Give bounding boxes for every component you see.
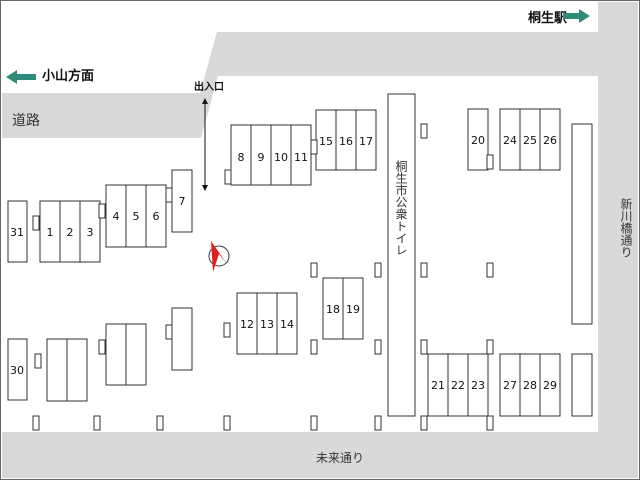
long-stall-right-lower bbox=[571, 353, 593, 417]
post bbox=[224, 169, 232, 185]
post bbox=[32, 215, 40, 231]
stall-number: 15 bbox=[319, 135, 333, 148]
long-stall-right-upper bbox=[571, 123, 593, 325]
station-label: 桐生駅 bbox=[528, 10, 568, 26]
stall-number: 3 bbox=[87, 226, 94, 239]
direction-oyama: 小山方面 bbox=[6, 68, 94, 84]
stall-number: 26 bbox=[543, 134, 557, 147]
road-upper-diagonal bbox=[2, 32, 638, 138]
stall-number: 29 bbox=[543, 379, 557, 392]
stall-number: 12 bbox=[240, 318, 254, 331]
stall-number: 31 bbox=[10, 226, 24, 239]
stall-11 bbox=[290, 124, 312, 186]
stall-number: 11 bbox=[294, 151, 308, 164]
road-bottom bbox=[2, 432, 638, 478]
post bbox=[34, 353, 42, 369]
stall-number: 5 bbox=[133, 210, 140, 223]
stall-unnumbered bbox=[105, 323, 127, 386]
stall-number: 28 bbox=[523, 379, 537, 392]
road-label-right: 新川橋通り bbox=[619, 197, 633, 258]
post bbox=[310, 339, 318, 355]
post bbox=[310, 262, 318, 278]
stall-unnumbered bbox=[66, 338, 88, 402]
post bbox=[420, 415, 428, 431]
post bbox=[98, 203, 106, 219]
stall-number: 8 bbox=[238, 151, 245, 164]
post bbox=[165, 324, 173, 340]
stall-number: 14 bbox=[280, 318, 294, 331]
toilet-building bbox=[387, 93, 416, 417]
post bbox=[374, 262, 382, 278]
stall-20 bbox=[467, 108, 489, 171]
left-arrow-icon bbox=[6, 70, 36, 84]
stall-number: 6 bbox=[153, 210, 160, 223]
stall-number: 7 bbox=[179, 195, 186, 208]
stall-number: 22 bbox=[451, 379, 465, 392]
stall-number: 21 bbox=[431, 379, 445, 392]
post bbox=[486, 415, 494, 431]
post bbox=[310, 139, 318, 155]
post bbox=[486, 339, 494, 355]
road-right bbox=[598, 2, 638, 478]
stall-26 bbox=[539, 108, 561, 171]
post bbox=[420, 262, 428, 278]
post bbox=[310, 415, 318, 431]
post bbox=[93, 415, 101, 431]
stall-number: 17 bbox=[359, 135, 373, 148]
stall-unnumbered bbox=[46, 338, 68, 402]
post bbox=[486, 262, 494, 278]
post bbox=[374, 415, 382, 431]
oyama-label: 小山方面 bbox=[42, 68, 94, 84]
entrance-label: 出入口 bbox=[194, 80, 224, 93]
road-label-bottom: 未来通り bbox=[316, 451, 364, 465]
post bbox=[486, 154, 494, 170]
post bbox=[223, 415, 231, 431]
stall-17 bbox=[355, 109, 377, 171]
stall-number: 9 bbox=[258, 151, 265, 164]
stall-number: 4 bbox=[113, 210, 120, 223]
post bbox=[374, 339, 382, 355]
direction-station: 桐生駅 bbox=[528, 9, 590, 26]
stall-number: 27 bbox=[503, 379, 517, 392]
post bbox=[165, 187, 173, 203]
stall-number: 24 bbox=[503, 134, 517, 147]
stall-unnumbered bbox=[125, 323, 147, 386]
stall-number: 25 bbox=[523, 134, 537, 147]
stall-number: 13 bbox=[260, 318, 274, 331]
stall-number: 23 bbox=[471, 379, 485, 392]
right-arrow-icon bbox=[563, 9, 590, 23]
toilet-label: 桐生市公衆トイレ bbox=[394, 160, 408, 256]
stall-unnumbered bbox=[171, 307, 193, 371]
stall-29 bbox=[539, 353, 561, 417]
stall-number: 19 bbox=[346, 303, 360, 316]
stall-number: 20 bbox=[471, 134, 485, 147]
post bbox=[420, 123, 428, 139]
post bbox=[98, 339, 106, 355]
stall-14 bbox=[276, 292, 298, 355]
public-toilet: 桐生市公衆トイレ bbox=[387, 93, 416, 417]
post bbox=[32, 415, 40, 431]
stall-30 bbox=[7, 338, 28, 401]
stall-number: 10 bbox=[274, 151, 288, 164]
post bbox=[420, 339, 428, 355]
stall-number: 1 bbox=[47, 226, 54, 239]
entrance-marker: 出入口 bbox=[194, 80, 224, 191]
stall-number: 30 bbox=[10, 364, 24, 377]
stall-3 bbox=[79, 200, 101, 263]
stall-numbers: 31 1 2 3 4 5 6 7 8 9 10 11 15 16 17 12 1… bbox=[10, 134, 557, 392]
stall-23 bbox=[467, 353, 489, 417]
stall-number: 2 bbox=[67, 226, 74, 239]
stall-31 bbox=[7, 200, 28, 263]
post bbox=[223, 322, 231, 338]
road-label-top-left: 道路 bbox=[12, 113, 40, 129]
stall-number: 18 bbox=[326, 303, 340, 316]
stall-19 bbox=[342, 277, 364, 340]
post bbox=[156, 415, 164, 431]
stall-6 bbox=[145, 184, 167, 248]
stall-number: 16 bbox=[339, 135, 353, 148]
compass-icon bbox=[208, 241, 230, 272]
stalls bbox=[7, 108, 593, 431]
